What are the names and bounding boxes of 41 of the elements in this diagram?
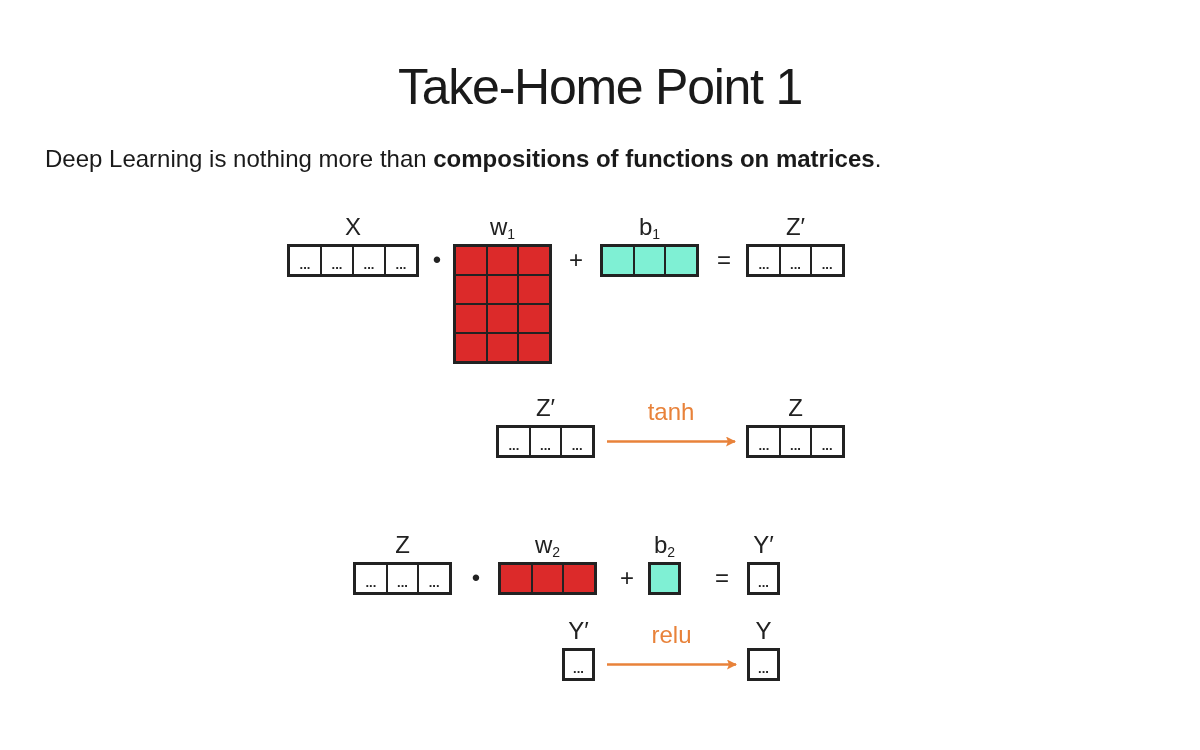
matrix-heading: Z [395,530,410,560]
matrix-cell: ... [385,246,417,275]
matrix-heading: w$_{1}$ [489,212,516,244]
subtitle-sentence: Deep Learning is nothing more than compositions of functions on matrices. [45,144,882,174]
matrix-heading: Z [788,393,803,423]
operator-symbol: = [717,246,731,274]
matrix-cell: ... [321,246,353,275]
operator-symbol: + [569,246,583,274]
operator-symbol: • [432,246,442,274]
matrix-cell: ... [289,246,321,275]
matrix-cell: ... [353,246,385,275]
matrix-cell: ... [749,650,778,679]
matrix-cell: ... [748,427,780,456]
matrix-cell: ... [748,246,780,275]
matrix-cell: ... [811,246,843,275]
matrix-heading: Z′ [535,393,556,423]
matrix-cell: ... [529,427,562,456]
operator-symbol: = [715,564,729,592]
matrix-cell: ... [779,246,812,275]
slide-title: Take-Home Point 1 [398,58,802,117]
matrix-heading: b$_{2}$ [653,530,676,562]
arrow [607,436,736,447]
arrow [607,659,737,670]
matrix-cell: ... [498,427,530,456]
matrix-heading: b$_{1}$ [638,212,661,244]
matrix-cell: ... [811,427,843,456]
matrix-cell: ... [561,427,593,456]
matrix-cell: ... [749,564,778,593]
matrix-heading: Y′ [568,616,589,646]
matrix-heading: X [345,212,361,242]
matrix-heading: Z′ [785,212,806,242]
matrix-cell: ... [418,564,450,593]
matrix-cell: ... [386,564,419,593]
matrix-cell: ... [779,427,812,456]
matrix-cell: ... [355,564,387,593]
operator-symbol: • [471,564,481,592]
matrix-heading: w$_{2}$ [534,530,561,562]
matrix-cell: ... [564,650,593,679]
matrix-heading: Y [755,616,772,646]
operator-symbol: + [620,564,634,592]
matrix-heading: Y′ [753,530,774,560]
